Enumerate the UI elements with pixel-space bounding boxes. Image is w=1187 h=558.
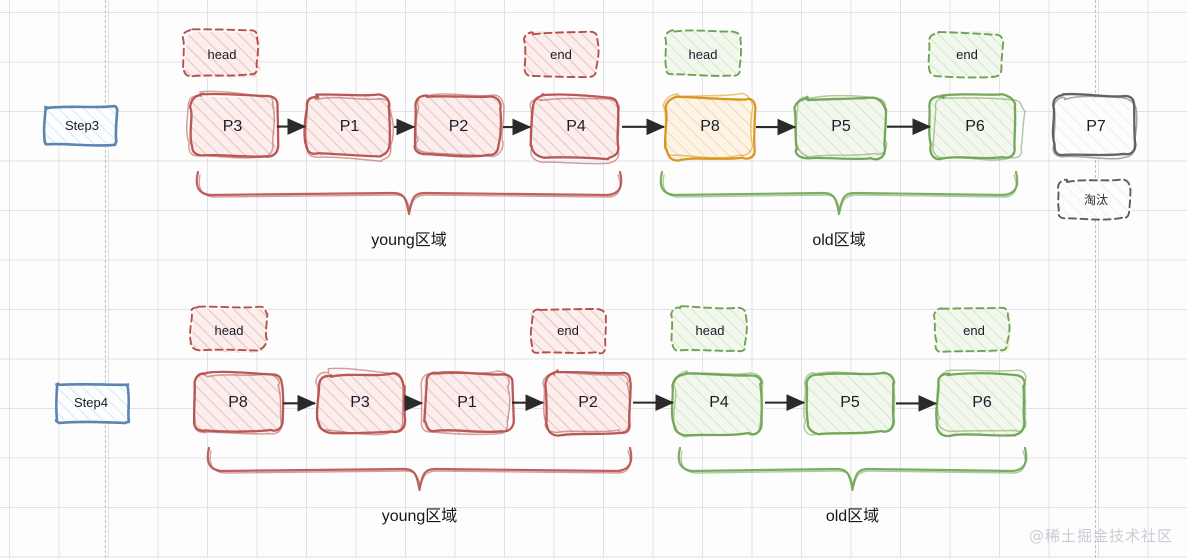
step4-tag-end-1 xyxy=(529,308,607,355)
step3-tag-end-3-fill xyxy=(928,31,1003,77)
step3-tag-evicted xyxy=(1057,178,1132,221)
step3-node-p8-stroke2 xyxy=(662,92,754,159)
step3-node-p4 xyxy=(529,93,620,161)
step4-brace-young-region-stroke2 xyxy=(209,450,631,487)
step-badge-step4[interactable] xyxy=(54,382,131,425)
step4-node-p2 xyxy=(544,369,632,437)
step3-node-p1-fill xyxy=(305,95,393,157)
step3-node-p8-fill xyxy=(664,97,754,160)
step3-tag-head-2-fill xyxy=(664,30,739,77)
step-badge-step4-fill xyxy=(55,382,129,421)
step3-node-p1 xyxy=(303,93,391,158)
step4-tag-end-3-fill xyxy=(935,306,1011,353)
step3-node-p2 xyxy=(413,94,503,158)
step3-node-p6-fill xyxy=(929,96,1017,157)
step4-tag-head-2 xyxy=(670,305,748,353)
step3-node-p7-fill xyxy=(1053,96,1137,159)
step4-tag-head-0-fill xyxy=(191,308,267,353)
step3-tag-end-3 xyxy=(927,30,1005,79)
step3-node-p5-fill xyxy=(796,97,887,158)
step3-node-p2-fill xyxy=(416,95,501,158)
step3-node-p5 xyxy=(793,95,888,161)
step4-node-p3-fill xyxy=(317,372,406,434)
step3-brace-old-region-stroke2 xyxy=(662,174,1017,211)
step4-node-p8-fill xyxy=(193,373,282,435)
step4-node-p6-stroke2 xyxy=(936,369,1027,433)
step4-node-p2-stroke2 xyxy=(542,370,631,434)
step4-node-p5-fill xyxy=(806,371,896,433)
step3-tag-head-0 xyxy=(181,28,259,78)
step4-node-p5-stroke2 xyxy=(803,371,896,436)
step3-tag-end-1-fill xyxy=(523,31,598,77)
step3-node-p7-stroke2 xyxy=(1052,95,1138,160)
step4-node-p6 xyxy=(935,372,1026,438)
step3-node-p3-stroke2 xyxy=(185,90,276,159)
step4-node-p4-fill xyxy=(674,372,765,434)
step-badge-step3[interactable] xyxy=(42,104,119,147)
step3-tag-head-2 xyxy=(664,29,742,77)
watermark: @稀土掘金技术社区 xyxy=(1028,527,1173,545)
step4-node-p4-stroke2 xyxy=(672,369,764,438)
step3-node-p4-fill xyxy=(531,96,620,158)
step3-node-p3-fill xyxy=(190,96,277,159)
step4-tag-end-1-fill xyxy=(530,307,605,355)
step4-node-p8-stroke2 xyxy=(193,372,283,435)
step3-tag-evicted-fill xyxy=(1059,178,1133,219)
step3-tag-head-0-fill xyxy=(184,31,261,78)
step4-node-p2-fill xyxy=(543,372,631,434)
step4-brace-old-region-stroke2 xyxy=(680,450,1026,487)
step4-tag-end-3 xyxy=(932,306,1011,353)
step4-tag-head-0 xyxy=(189,305,269,352)
step3-tag-end-1 xyxy=(522,30,600,79)
step4-node-p3-stroke2 xyxy=(315,367,404,436)
step4-node-p1-fill xyxy=(422,372,510,434)
step3-node-p5-stroke2 xyxy=(795,94,888,158)
step4-tag-head-2-fill xyxy=(672,308,747,353)
step-badge-step3-fill xyxy=(45,105,118,145)
step3-node-p6-stroke2 xyxy=(932,96,1026,161)
step4-node-p1 xyxy=(423,371,515,434)
step4-node-p1-stroke2 xyxy=(420,370,511,436)
step3-node-p2-stroke2 xyxy=(415,93,505,158)
step3-node-p4-stroke2 xyxy=(529,97,621,165)
step3-node-p1-stroke2 xyxy=(305,96,395,163)
step4-node-p6-fill xyxy=(936,373,1027,435)
step3-brace-young-region-stroke2 xyxy=(198,174,621,211)
